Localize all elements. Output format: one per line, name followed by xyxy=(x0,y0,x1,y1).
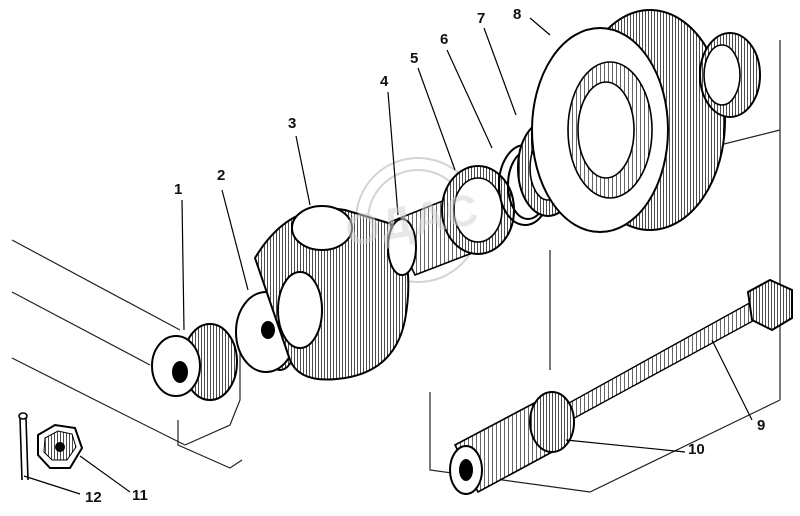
part-5-bearing xyxy=(441,165,515,255)
callout-12: 12 xyxy=(85,489,102,506)
part-3-rubber-block xyxy=(253,205,410,381)
frame-outline xyxy=(11,239,243,469)
callout-5: 5 xyxy=(410,50,419,67)
callout-2: 2 xyxy=(217,167,226,184)
callout-3: 3 xyxy=(288,115,297,132)
part-1-washer xyxy=(151,323,238,401)
callout-4: 4 xyxy=(380,73,389,90)
part-12-cotter-pin xyxy=(18,412,29,481)
leader-lines xyxy=(23,17,753,495)
callout-10: 10 xyxy=(688,441,705,458)
part-9-bolt xyxy=(559,278,793,423)
callout-8: 8 xyxy=(513,6,522,23)
callout-9: 9 xyxy=(757,417,766,434)
callout-6: 6 xyxy=(440,31,449,48)
part-8-roller xyxy=(531,9,761,233)
callout-7: 7 xyxy=(477,10,486,27)
part-10-spacer-sleeve xyxy=(449,391,575,495)
part-11-castle-nut xyxy=(37,423,84,469)
callout-11: 11 xyxy=(132,487,148,504)
callout-1: 1 xyxy=(174,181,183,198)
